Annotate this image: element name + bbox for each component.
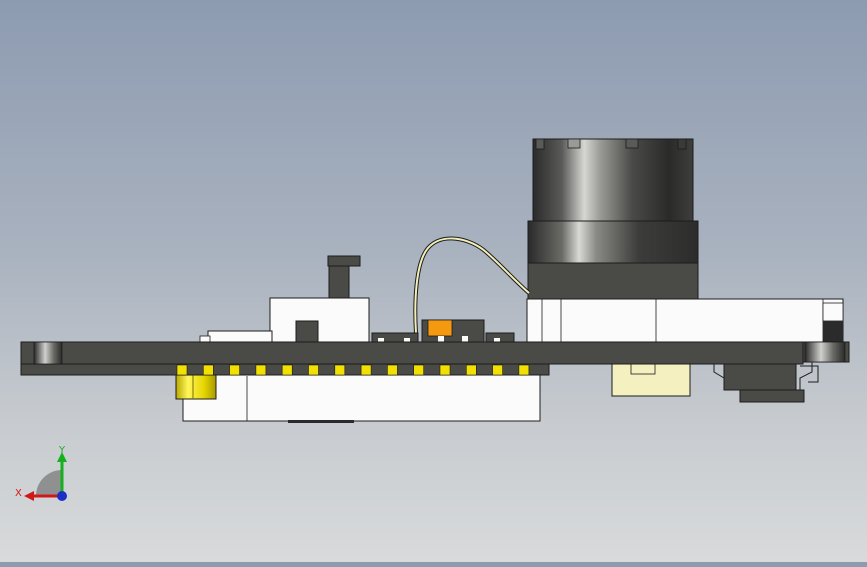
header-pin (387, 364, 398, 376)
lens-barrel[interactable] (527, 138, 699, 300)
header-pin (413, 364, 425, 376)
usb-connector[interactable] (175, 374, 217, 400)
header-pin (492, 364, 503, 376)
header-pin (203, 364, 214, 376)
header-pin (255, 364, 267, 376)
smd-components[interactable] (371, 319, 515, 343)
header-pin (465, 364, 477, 376)
pin-header-row (176, 364, 530, 376)
header-pin (281, 364, 293, 376)
sensor-housing[interactable] (526, 298, 844, 343)
view-orientation-triad[interactable]: Y X (15, 445, 67, 501)
push-button[interactable] (327, 255, 361, 299)
header-pin (334, 364, 346, 376)
y-axis-label: Y (58, 445, 66, 456)
x-axis-label: X (15, 488, 22, 499)
mounting-hole-left (33, 341, 63, 365)
bottom-clip-connector[interactable] (713, 360, 819, 403)
header-pin (439, 364, 451, 376)
bottom-socket[interactable] (611, 361, 691, 397)
header-pin (229, 364, 240, 376)
header-pin (176, 364, 188, 376)
header-pin (308, 364, 319, 376)
mounting-hole-right (804, 341, 846, 363)
header-pin (518, 364, 530, 376)
white-connector-block[interactable] (199, 297, 370, 343)
header-pin (360, 364, 372, 376)
antenna-wire[interactable] (413, 236, 531, 334)
